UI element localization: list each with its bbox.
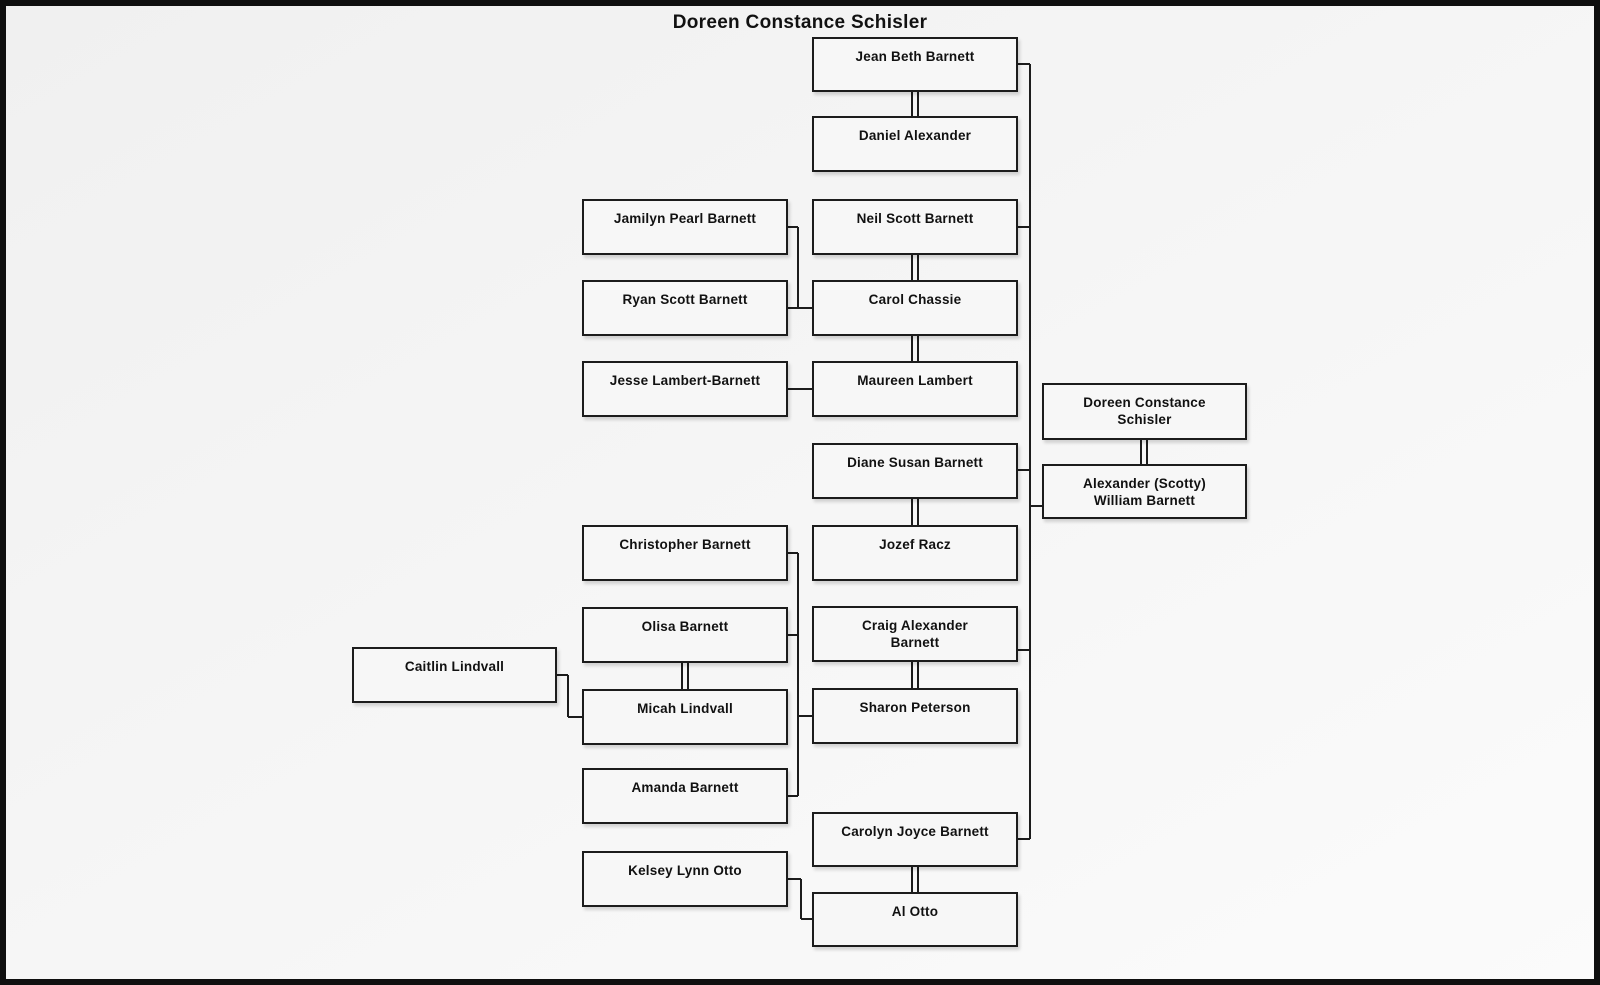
marriage-connector-doreen-alexander bbox=[1140, 440, 1148, 464]
marriage-connector-olisa-micah bbox=[681, 663, 689, 689]
children-connector-neil-carol bbox=[788, 226, 812, 309]
person-box-jean-beth-barnett: Jean Beth Barnett bbox=[812, 37, 1018, 92]
person-name: Amanda Barnett bbox=[631, 780, 739, 795]
person-name: Maureen Lambert bbox=[857, 373, 973, 388]
person-name: Christopher Barnett bbox=[619, 537, 751, 552]
person-name: Sharon Peterson bbox=[859, 700, 971, 715]
person-box-jamilyn-pearl-barnett: Jamilyn Pearl Barnett bbox=[582, 199, 788, 255]
marriage-connector-diane-jozef bbox=[911, 499, 919, 525]
person-box-ryan-scott-barnett: Ryan Scott Barnett bbox=[582, 280, 788, 336]
person-box-jesse-lambert-barnett: Jesse Lambert-Barnett bbox=[582, 361, 788, 417]
child-connector-caitlin-micah bbox=[557, 674, 582, 718]
person-box-neil-scott-barnett: Neil Scott Barnett bbox=[812, 199, 1018, 255]
person-box-sharon-peterson: Sharon Peterson bbox=[812, 688, 1018, 744]
person-box-al-otto: Al Otto bbox=[812, 892, 1018, 947]
person-box-olisa-barnett: Olisa Barnett bbox=[582, 607, 788, 663]
person-name: Carol Chassie bbox=[868, 292, 962, 307]
person-box-daniel-alexander: Daniel Alexander bbox=[812, 116, 1018, 172]
person-name: Micah Lindvall bbox=[637, 701, 733, 716]
children-connector-craig-sharon bbox=[788, 552, 812, 797]
marriage-connector-jean-daniel bbox=[911, 92, 919, 116]
marriage-connector-craig-sharon bbox=[911, 662, 919, 688]
person-box-jozef-racz: Jozef Racz bbox=[812, 525, 1018, 581]
person-box-alexander-scotty-william-barnett: Alexander (Scotty) William Barnett bbox=[1042, 464, 1247, 519]
person-name: Olisa Barnett bbox=[641, 619, 729, 634]
person-box-micah-lindvall: Micah Lindvall bbox=[582, 689, 788, 745]
person-name: Alexander (Scotty) William Barnett bbox=[1083, 476, 1206, 508]
marriage-connector-neil-carol bbox=[911, 255, 919, 280]
person-name: Jesse Lambert-Barnett bbox=[609, 373, 761, 388]
person-name: Al Otto bbox=[891, 904, 939, 919]
chart-title: Doreen Constance Schisler bbox=[672, 12, 928, 33]
person-name: Carolyn Joyce Barnett bbox=[841, 824, 989, 839]
child-connector-kelsey-al bbox=[788, 878, 812, 920]
children-connector-doreen-alexander bbox=[1018, 63, 1042, 840]
person-name: Diane Susan Barnett bbox=[847, 455, 983, 470]
person-box-carolyn-joyce-barnett: Carolyn Joyce Barnett bbox=[812, 812, 1018, 867]
person-box-kelsey-lynn-otto: Kelsey Lynn Otto bbox=[582, 851, 788, 907]
person-name: Jamilyn Pearl Barnett bbox=[613, 211, 757, 226]
person-box-carol-chassie: Carol Chassie bbox=[812, 280, 1018, 336]
person-name: Jean Beth Barnett bbox=[855, 49, 975, 64]
person-name: Daniel Alexander bbox=[858, 128, 972, 143]
person-box-caitlin-lindvall: Caitlin Lindvall bbox=[352, 647, 557, 703]
person-box-diane-susan-barnett: Diane Susan Barnett bbox=[812, 443, 1018, 499]
person-name: Jozef Racz bbox=[879, 537, 951, 552]
person-box-amanda-barnett: Amanda Barnett bbox=[582, 768, 788, 824]
person-box-doreen-constance-schisler: Doreen Constance Schisler bbox=[1042, 383, 1247, 440]
person-box-maureen-lambert: Maureen Lambert bbox=[812, 361, 1018, 417]
marriage-connector-carol-maureen bbox=[911, 336, 919, 361]
person-name: Craig Alexander Barnett bbox=[861, 618, 969, 650]
person-name: Ryan Scott Barnett bbox=[622, 292, 748, 307]
marriage-connector-carolyn-al bbox=[911, 867, 919, 892]
person-box-christopher-barnett: Christopher Barnett bbox=[582, 525, 788, 581]
person-name: Doreen Constance Schisler bbox=[1083, 395, 1206, 427]
person-box-craig-alexander-barnett: Craig Alexander Barnett bbox=[812, 606, 1018, 662]
person-name: Caitlin Lindvall bbox=[404, 659, 505, 674]
person-name: Neil Scott Barnett bbox=[856, 211, 974, 226]
person-name: Kelsey Lynn Otto bbox=[628, 863, 742, 878]
